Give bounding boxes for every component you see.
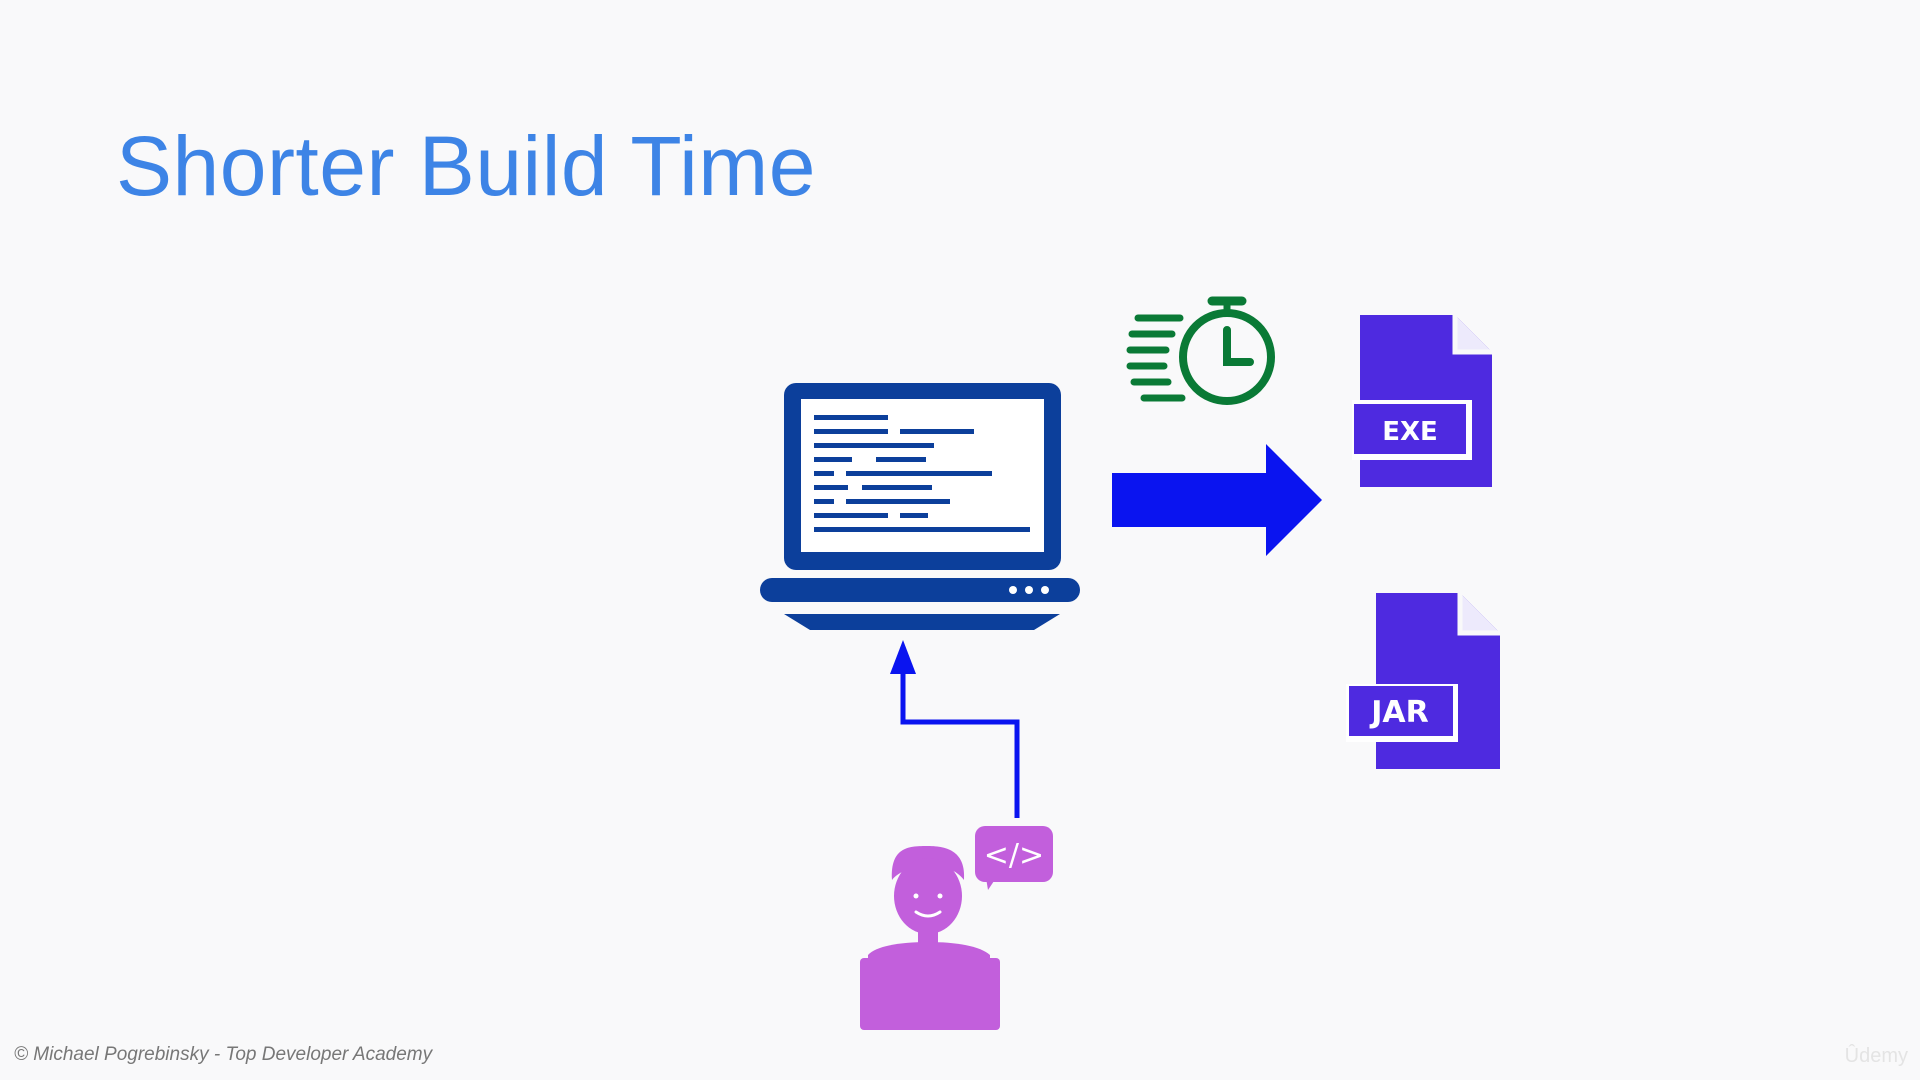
developer-face (913, 893, 943, 918)
submit-code-arrow (890, 640, 1020, 818)
developer-person-icon (860, 846, 1000, 1030)
build-arrow (1112, 444, 1322, 556)
code-tag-icon: </> (975, 826, 1053, 890)
fast-stopwatch-icon (1126, 296, 1275, 405)
jar-label: JAR (1369, 695, 1428, 730)
code-bubble-text: </> (984, 838, 1044, 873)
exe-label: EXE (1382, 417, 1438, 447)
laptop-code-icon (760, 383, 1080, 630)
exe-file-icon: EXE (1352, 315, 1492, 487)
udemy-watermark: Ûdemy (1844, 1045, 1908, 1067)
footer-credit: © Michael Pogrebinsky - Top Developer Ac… (14, 1044, 433, 1065)
jar-file-icon: JAR (1346, 593, 1500, 769)
code-lines (814, 415, 1030, 532)
slide-title: Shorter Build Time (116, 119, 816, 213)
